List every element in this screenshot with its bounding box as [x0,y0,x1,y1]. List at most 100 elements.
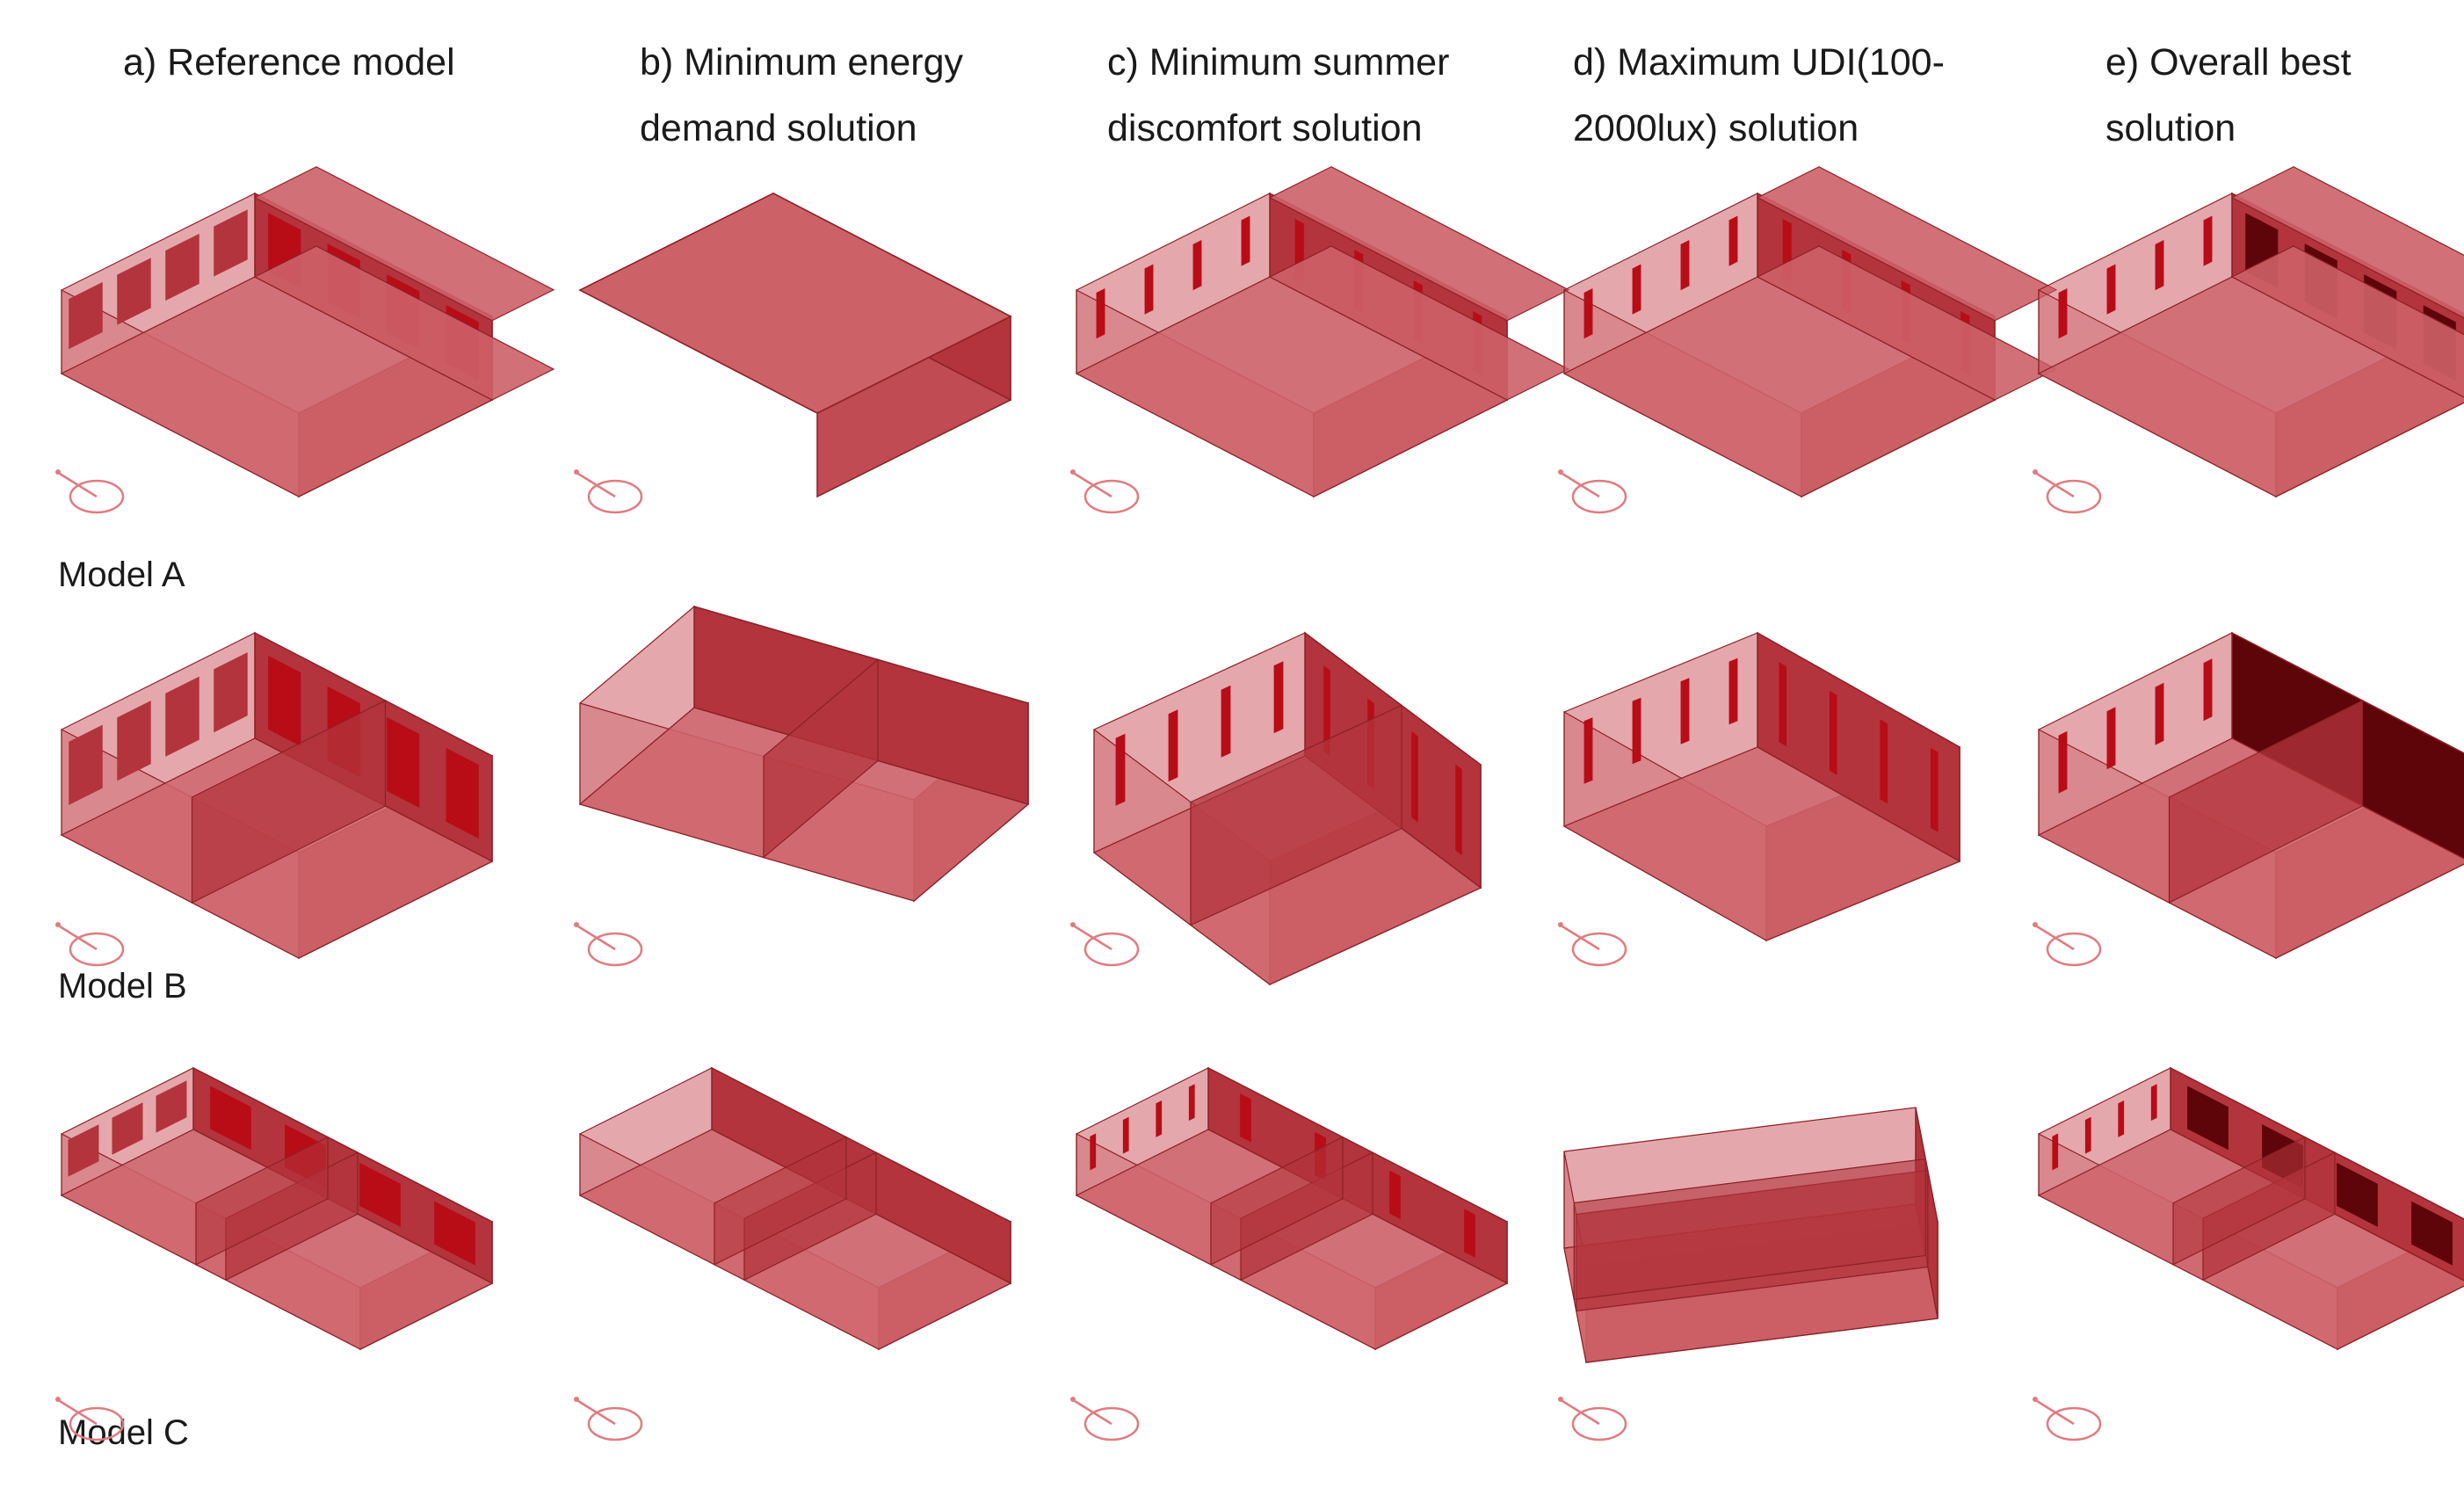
window-opening [69,281,103,350]
partition-wall [1573,1158,1926,1301]
window-opening [1221,685,1231,758]
model-b-c-drawing [1070,631,1482,986]
partition-wall [763,658,879,859]
window-opening [1728,657,1738,725]
north-arrow-icon [574,922,643,967]
header-line: d) Maximum UDI(100- [1573,41,1945,84]
header-line: a) Reference model [123,41,455,84]
window-opening [210,1086,251,1151]
column-header-c: c) Minimum summer discomfort solution [1107,30,1520,162]
window-opening [1583,717,1593,784]
window-opening [214,209,248,277]
shading-plane [2230,166,2464,319]
column-header-b: b) Minimum energy demand solution [640,30,1053,162]
window-opening [1680,240,1690,291]
box-floor [1562,746,1961,941]
header-line: demand solution [640,107,917,149]
window-opening [1411,730,1418,823]
window-opening [1188,1084,1195,1122]
partition-wall [191,700,387,904]
window-opening [117,258,151,325]
model-b-a-drawing [55,631,494,967]
window-opening [2058,730,2068,794]
header-line: solution [2105,107,2236,149]
window-opening [1096,288,1105,339]
row-label-model-a: Model A [58,556,185,594]
model-c-d-drawing [1558,1107,1939,1442]
window-opening [1090,1133,1097,1171]
model-c-a-drawing [55,1066,494,1442]
model-a-c-drawing [1070,166,1570,514]
window-opening [1779,662,1787,747]
window-opening [1583,288,1593,339]
window-opening [1930,747,1939,832]
model-c-e-drawing [2033,1066,2464,1442]
window-opening [1829,690,1837,775]
model-a-e-drawing [2033,166,2464,514]
header-line: e) Overall best [2105,41,2352,84]
column-header-a: a) Reference model [123,30,536,96]
window-opening [1680,678,1690,744]
window-opening [434,1201,475,1266]
window-opening [117,701,151,781]
north-arrow-icon [1558,1397,1627,1442]
window-opening [1323,664,1330,757]
window-opening [68,1124,99,1177]
window-opening [1241,215,1250,266]
box-floor [2037,276,2464,497]
window-opening [2203,658,2213,722]
window-opening [2052,1133,2059,1171]
window-opening [2118,1100,2125,1137]
box-roof [578,192,1012,414]
window-opening [1273,661,1284,734]
window-opening [1144,264,1154,315]
window-opening [2084,1116,2091,1154]
window-opening [446,747,479,839]
window-opening [2058,288,2068,339]
window-opening [1464,1209,1475,1258]
window-opening [2411,1201,2453,1266]
model-c-b-drawing [574,1066,1012,1442]
partition-wall [1190,704,1402,926]
header-line: b) Minimum energy [640,41,963,84]
window-opening [2155,240,2164,291]
window-opening [2203,215,2213,266]
model-b-b-drawing [574,605,1030,967]
row-label-model-c: Model C [58,1413,189,1452]
window-opening [1156,1100,1163,1137]
window-opening [1240,1093,1251,1143]
window-opening [1880,719,1888,804]
north-arrow-icon [55,922,125,967]
partition-wall [714,1136,847,1266]
window-opening [359,1162,401,1227]
ground-plane [2230,245,2464,398]
north-arrow-icon [1558,469,1627,514]
window-opening [112,1102,143,1155]
model-b-d-drawing [1558,631,1961,967]
window-opening [1115,733,1126,806]
column-header-d: d) Maximum UDI(100- 2000lux) solution [1573,30,1986,162]
window-opening [165,676,199,757]
window-opening [1192,240,1202,291]
model-c-c-drawing [1070,1066,1509,1442]
window-opening [1455,764,1462,856]
north-arrow-icon [1070,922,1140,967]
window-opening [1632,697,1641,765]
north-arrow-icon [55,1397,125,1442]
model-a-d-drawing [1558,166,2058,514]
ground-plane [253,245,555,401]
model-a-a-drawing [55,166,555,514]
window-opening [2150,1084,2157,1122]
header-line: c) Minimum summer [1107,41,1450,84]
window-opening [2155,682,2164,745]
north-arrow-icon [2033,1397,2102,1442]
north-arrow-icon [1070,1397,1140,1442]
model-a-b-drawing [574,192,1012,514]
shading-plane [253,166,555,322]
model-b-e-drawing [2033,631,2464,967]
window-opening [387,716,420,809]
window-opening [2106,707,2116,770]
north-arrow-icon [574,469,643,514]
window-opening [1168,709,1178,782]
header-line: 2000lux) solution [1573,107,1859,149]
